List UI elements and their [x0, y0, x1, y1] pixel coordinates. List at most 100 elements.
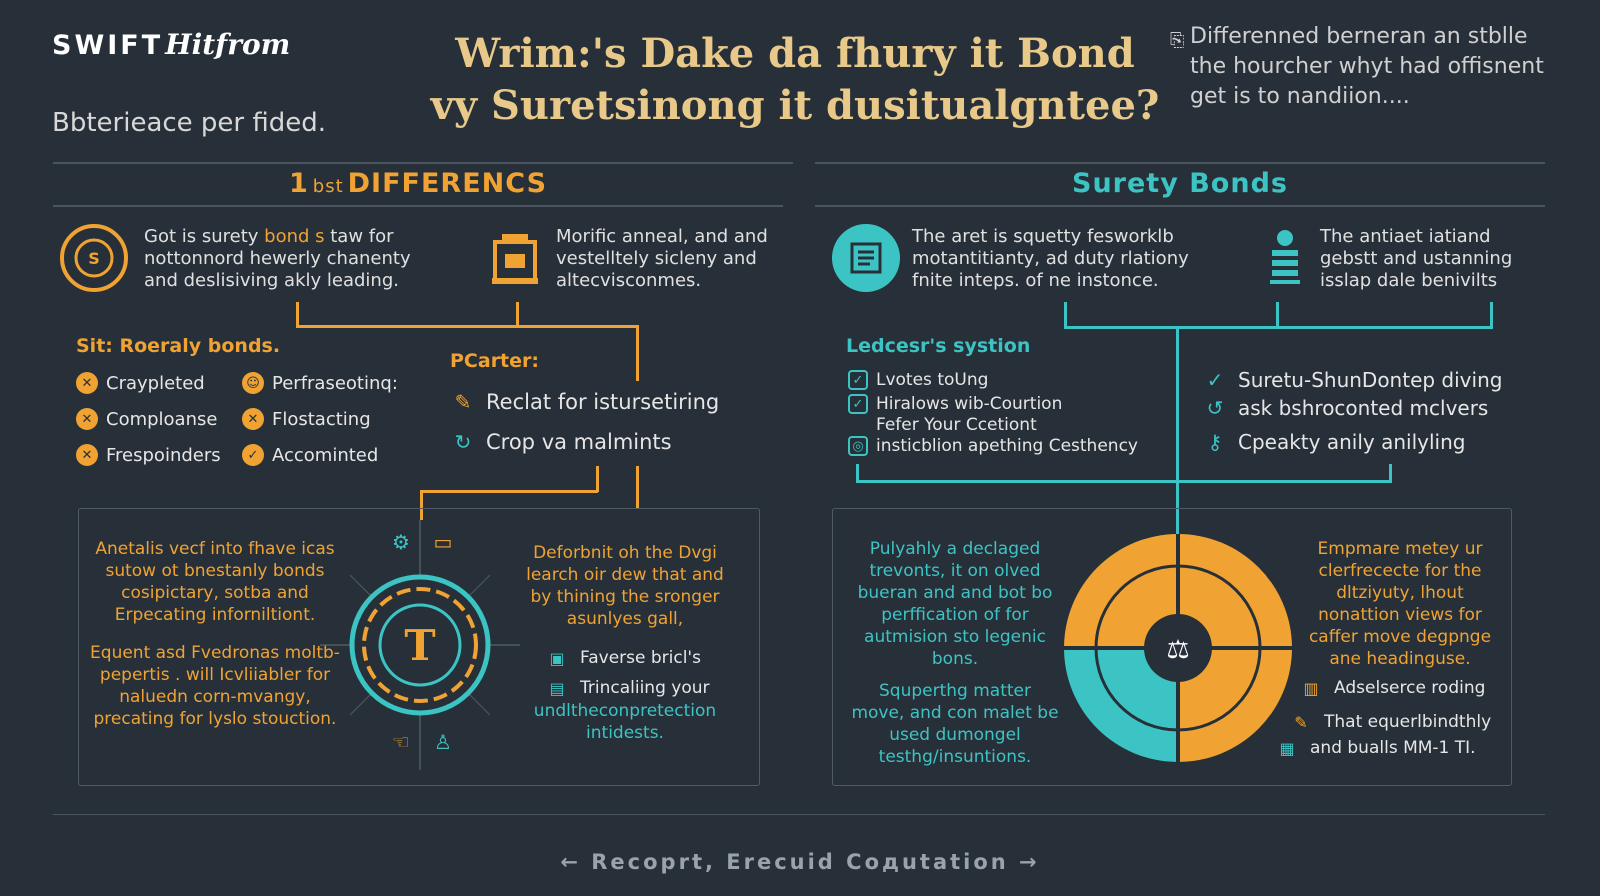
sync-icon: ↺ [1206, 396, 1224, 420]
lock-icon: ◎ [848, 436, 868, 456]
check-item: ◎insticblion apething Cesthency [848, 436, 1138, 456]
x-icon: ✕ [76, 444, 98, 466]
connector [1064, 326, 1493, 329]
title-line-1: Wrim:'s Dake da fhury it Bond [455, 30, 1135, 77]
left-list-heading: Sit: Roeraly bonds. [76, 335, 281, 357]
heading-prefix: 1 [288, 168, 309, 199]
title-line-2: vy Suretsinong it dusitualgntee? [430, 82, 1160, 129]
connector [1064, 302, 1067, 328]
svg-text:T: T [404, 621, 435, 670]
checkbox-icon: ✓ [848, 370, 868, 390]
right-item: ✓Suretu-ShunDontep diving [1204, 368, 1503, 392]
key-icon: ⚷ [1207, 430, 1223, 454]
footer-nav[interactable]: ← Recoprt, Erecuid Coдutation → [0, 850, 1600, 874]
hand-icon: ☜ [392, 730, 410, 754]
right-detail-panel [832, 508, 1512, 786]
check-item: Fefer Your Ccetiont [876, 415, 1037, 435]
window-icon: ▤ [549, 678, 565, 698]
connector [1176, 328, 1179, 534]
panel-item: ✎That equerlbindthly [1290, 712, 1491, 732]
connector [1490, 302, 1493, 328]
connector [636, 325, 639, 381]
partner-heading: PCarter: [450, 350, 539, 372]
left-panel-text-2: Equent asd Fvedronas moltb-pepertis . wi… [90, 643, 340, 729]
lifecycle-wheel: T [320, 520, 520, 770]
brand-word: SWIFT [52, 30, 164, 61]
checkbox-icon: ✓ [848, 394, 868, 414]
connector [1276, 302, 1279, 328]
document-icon: ⎘ [1170, 30, 1185, 51]
refresh-icon: ↻ [454, 430, 472, 454]
list-item: ✓Accominted [242, 444, 378, 466]
right-section-heading: Surety Bonds [1072, 168, 1288, 199]
left-panel-tail: undltheconpretection intidests. [533, 701, 717, 743]
right-item: ⚷Cpeakty anily anilyling [1204, 430, 1466, 454]
page-title: Wrim:'s Dake da fhury it Bond vy Suretsi… [430, 28, 1160, 132]
panel-item: ▤Trincaliing your [546, 678, 709, 698]
heading-main: DIFFERENCS [347, 168, 548, 199]
left-panel-text-3: Deforbnit oh the Dvgi learch oir dew tha… [526, 543, 724, 629]
person-icon: ♙ [434, 730, 452, 754]
intro-text: ⎘Differenned berneran an stblle the hour… [1170, 22, 1550, 112]
document-icon [832, 224, 900, 292]
connector [856, 480, 1392, 483]
list-item: ✕Craypleted [76, 372, 205, 394]
x-icon: ✕ [76, 408, 98, 430]
left-card-1-text: Got is surety bond s taw for nottonnord … [144, 226, 411, 291]
connector [856, 464, 859, 482]
svg-text:S: S [88, 249, 100, 268]
panel-item: ▦and bualls MM-1 TI. [1276, 738, 1475, 758]
right-divider-top [815, 162, 1545, 164]
connector [636, 466, 639, 508]
partner-item: ↻Crop va malmints [452, 430, 672, 454]
left-panel-text-1: Anetalis vecf into fhave icas sutow ot b… [95, 539, 335, 625]
shield-badge-icon: S [60, 224, 128, 292]
connector [296, 302, 299, 326]
right-panel-text-2: Squperthg matter move, and con malet be … [851, 681, 1059, 767]
panel-item: ▥Adselserce roding [1300, 678, 1485, 698]
right-divider-bottom [815, 205, 1545, 207]
coin-stack-icon [1268, 228, 1302, 290]
quadrant-wheel: ⚖ [1064, 534, 1292, 762]
box-icon: ▣ [549, 648, 565, 668]
right-card-2-text: The antiaet iatiand gebstt and ustanning… [1320, 226, 1513, 291]
edit-icon: ✎ [454, 390, 472, 414]
building-icon [490, 230, 540, 290]
list-item: ✕Flostacting [242, 408, 371, 430]
partner-item: ✎Reclat for istursetiring [452, 390, 720, 414]
chart-icon: ▥ [1303, 678, 1319, 698]
check-circle-icon: ✓ [1206, 368, 1224, 392]
right-panel-text-1: Pulyahly a declaged trevonts, it on olve… [857, 539, 1053, 669]
list-item: ✕Frespoinders [76, 444, 221, 466]
connector [1389, 464, 1392, 482]
left-detail-panel [78, 508, 760, 786]
panel-item: ▣Faverse bricl's [546, 648, 701, 668]
connector [516, 302, 519, 326]
folder-icon: ▭ [433, 530, 453, 554]
subtitle: Bbteriеаcе per fided. [52, 108, 327, 138]
face-icon: ☺ [242, 372, 264, 394]
connector [420, 490, 423, 520]
list-item: ☺Perfrasеоtinq: [242, 372, 398, 394]
intro-paragraph: Differenned berneran an stblle the hourc… [1190, 24, 1544, 109]
connector [420, 490, 598, 493]
left-card-2-text: Morific anneal, and and vestelltely sicl… [556, 226, 768, 291]
right-list-heading: Ledcesr's systion [846, 335, 1031, 357]
right-item: ↺ask bshroconted mclvers [1204, 396, 1489, 420]
connector [296, 325, 638, 328]
footer-text: Recoprt, Erecuid Coдutation [591, 850, 1009, 874]
brand-script: Hitfrom [165, 28, 291, 61]
arrow-right-icon[interactable]: → [1019, 850, 1040, 874]
arrow-left-icon[interactable]: ← [560, 850, 581, 874]
gear-icon: ⚙ [392, 530, 410, 554]
heading-small: bst [312, 176, 344, 197]
check-item: ✓Lvotes toUng [848, 370, 988, 390]
bottom-divider [53, 814, 1545, 815]
bank-icon: ▦ [1279, 738, 1295, 758]
edit-box-icon: ✎ [1294, 712, 1308, 732]
check-icon: ✓ [242, 444, 264, 466]
check-item: ✓Hiralows wib-Courtion [848, 394, 1062, 414]
left-divider-bottom [53, 205, 783, 207]
x-icon: ✕ [76, 372, 98, 394]
